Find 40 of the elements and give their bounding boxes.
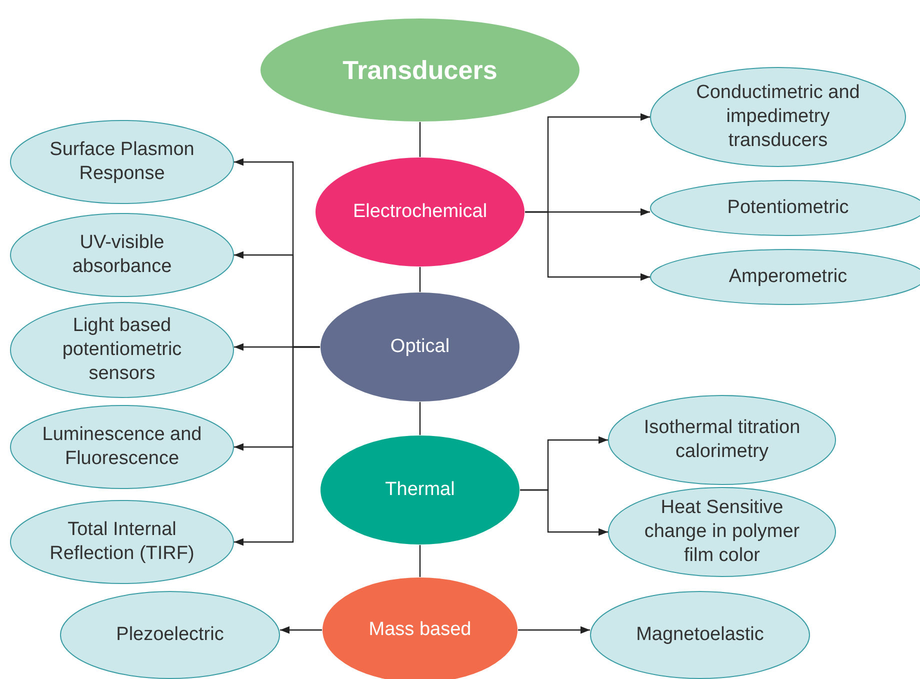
arrow xyxy=(525,211,650,281)
oval-node xyxy=(608,487,836,577)
oval-node xyxy=(10,213,234,297)
oval-node xyxy=(10,500,234,584)
node-label: Light based potentiometric sensors xyxy=(61,314,183,386)
node-label: Surface Plasmon Response xyxy=(48,138,196,186)
oval-node xyxy=(315,157,525,267)
arrow xyxy=(234,346,320,546)
node-label: Luminescence and Fluorescence xyxy=(41,423,203,471)
oval-node xyxy=(10,120,234,204)
oval-node xyxy=(320,435,520,545)
node-label: Mass based xyxy=(368,618,472,642)
arrow xyxy=(280,626,322,634)
node-label: Optical xyxy=(390,335,450,359)
node-label: Isothermal titration calorimetry xyxy=(642,416,802,464)
connector-line xyxy=(419,122,421,157)
connector-line xyxy=(419,267,421,292)
connector-line xyxy=(419,402,421,435)
oval-node xyxy=(608,395,836,485)
node-label: Amperometric xyxy=(728,265,848,289)
oval-node xyxy=(320,292,520,402)
node-label: Total Internal Reflection (TIRF) xyxy=(48,518,196,566)
node-label: Electrochemical xyxy=(352,200,488,224)
node-label: Plezoelectric xyxy=(116,623,224,647)
oval-node xyxy=(650,67,906,167)
node-label: Thermal xyxy=(385,478,455,502)
oval-node xyxy=(10,405,234,489)
arrow xyxy=(518,626,590,634)
node-label: Potentiometric xyxy=(727,196,849,220)
node-label: Magnetoelastic xyxy=(636,623,764,647)
oval-node xyxy=(60,591,280,679)
node-label: Transducers xyxy=(342,54,498,86)
node-label: Conductimetric and impedimetry transducers xyxy=(695,81,861,153)
node-label: Heat Sensitive change in polymer film color xyxy=(643,496,801,568)
oval-node xyxy=(260,18,580,122)
oval-node xyxy=(10,302,234,398)
arrow xyxy=(520,489,608,536)
connector-line xyxy=(419,545,421,577)
node-label: UV-visible absorbance xyxy=(71,231,173,279)
oval-node xyxy=(590,591,810,679)
